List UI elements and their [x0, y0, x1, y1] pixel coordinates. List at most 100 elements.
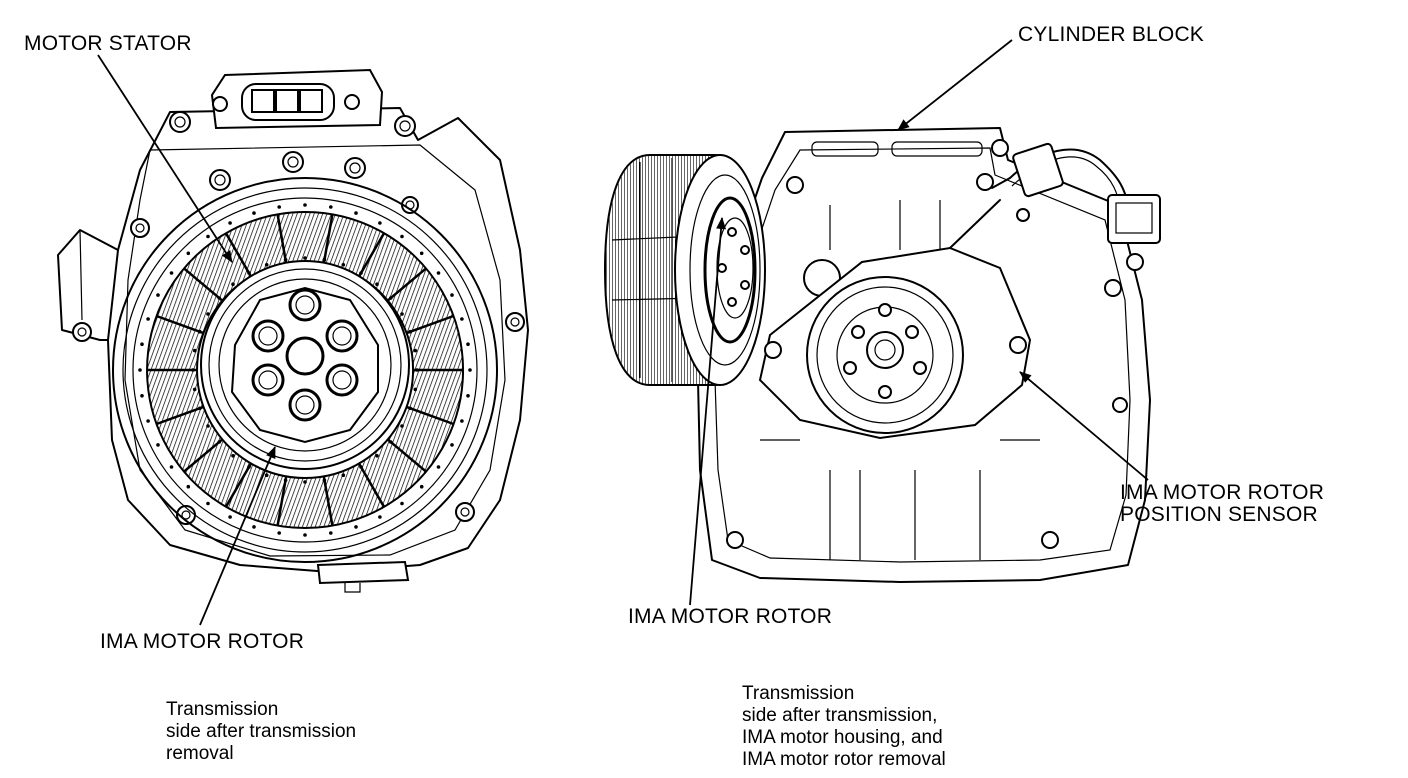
stator-divider [406, 314, 454, 335]
caption-left-line: removal [166, 743, 234, 764]
stator-rivet [408, 329, 413, 334]
leader-cylinder-block [897, 39, 1013, 131]
stator-rivet [252, 525, 256, 529]
leader-position-sensor [1019, 371, 1149, 481]
stator-rivet [206, 501, 210, 506]
caption-left-line: Transmission [166, 699, 279, 720]
left-housing-outline [107, 107, 529, 573]
stator-rivet [436, 271, 441, 275]
stator-rivet [140, 394, 144, 398]
stator-rivet [468, 368, 472, 372]
stator-divider [322, 214, 334, 264]
stator-rivet [460, 419, 464, 423]
stator-rivet [436, 465, 441, 469]
stator-rivet [303, 203, 307, 207]
stator-divider [183, 438, 224, 473]
stator-rivet [378, 221, 382, 225]
stator-rivet [389, 296, 393, 300]
right-engine-assembly [603, 127, 1161, 583]
stator-divider [224, 462, 253, 508]
caption-left-line: side after transmission [166, 721, 357, 742]
stator-rivet [186, 251, 191, 256]
stator-rivet [303, 480, 307, 484]
stator-rivet [140, 342, 144, 347]
stator-rivet [415, 368, 419, 372]
stator-rivet [359, 465, 363, 469]
stator-rivet [375, 454, 379, 458]
stator-rivet [146, 419, 150, 423]
stator-rivet [419, 484, 424, 489]
stator-rivet [228, 515, 232, 519]
crank-bolt-holes [843, 303, 927, 399]
right-mounting-bosses [726, 139, 1144, 549]
label-position-sensor-line2: POSITION SENSOR [1120, 503, 1318, 526]
stator-rivet [303, 256, 307, 260]
motor-stator-core [146, 211, 465, 529]
stator-rivet [341, 263, 346, 267]
stator-rivet [217, 440, 221, 444]
stator-rivet [264, 473, 269, 478]
stator-rivet [400, 424, 404, 428]
stator-rivet [198, 406, 202, 411]
stator-divider [406, 405, 454, 426]
caption-right-line: side after transmission, [742, 705, 938, 726]
stator-rivet [419, 251, 424, 256]
caption-right-line: Transmission [742, 683, 855, 704]
stator-rivet [247, 271, 251, 275]
stator-rivet [206, 424, 210, 428]
stator-rivet [329, 531, 333, 535]
stator-divider [156, 314, 204, 335]
stator-rivet [186, 484, 191, 489]
stator-rivet [460, 317, 464, 321]
label-ima-motor-rotor-right: IMA MOTOR ROTOR [628, 605, 833, 628]
stator-divider [357, 232, 386, 278]
stator-divider [322, 476, 334, 526]
stator-rivet [277, 205, 282, 209]
label-ima-motor-rotor-left: IMA MOTOR ROTOR [100, 630, 305, 653]
left-stator-connector [210, 68, 384, 130]
stator-divider [276, 476, 288, 526]
stator-rivet [206, 312, 210, 316]
stator-rivet [264, 263, 269, 267]
caption-left: Transmission side after transmission rem… [166, 699, 356, 765]
stator-rivet [400, 312, 404, 316]
left-outer-ring [112, 177, 498, 563]
left-mounting-bosses [72, 111, 525, 525]
stator-rivet [400, 234, 404, 239]
stator-divider [357, 462, 386, 508]
stator-rivet [375, 282, 379, 287]
stator-divider [224, 232, 253, 278]
stator-rivet [191, 368, 195, 372]
stator-rivet [192, 387, 197, 392]
stator-rivet-dots [138, 203, 472, 537]
stator-rivet [156, 293, 160, 297]
stator-divider [276, 214, 288, 264]
stator-rivet [400, 501, 404, 506]
ima-motor-rotor-removed [603, 154, 766, 386]
label-motor-stator: MOTOR STATOR [24, 32, 192, 55]
stator-rivet [450, 293, 454, 297]
leader-ima-motor-rotor-left [199, 446, 276, 626]
stator-rivet [138, 368, 142, 372]
stator-rivet [354, 525, 358, 529]
stator-divider [156, 405, 204, 426]
stator-rivet [322, 257, 327, 262]
stator-rivet [322, 478, 327, 483]
stator-rivet [283, 257, 288, 262]
stator-rivet [217, 296, 221, 300]
stator-rivet [466, 394, 470, 398]
stator-rivet [231, 282, 235, 287]
stator-rivet [466, 342, 470, 347]
label-position-sensor: IMA MOTOR ROTOR POSITION SENSOR [1120, 482, 1324, 526]
caption-right-line: IMA motor housing, and [742, 727, 943, 748]
stator-rivet [252, 211, 256, 215]
stator-rivet [303, 533, 307, 537]
stator-rivet [389, 440, 393, 444]
stator-rivet [359, 271, 363, 275]
stator-rivet [283, 478, 288, 483]
sensor-wire-harness [949, 142, 1161, 249]
stator-rivet [228, 221, 232, 225]
stator-rivet [169, 271, 174, 275]
leader-lines [97, 39, 1149, 626]
